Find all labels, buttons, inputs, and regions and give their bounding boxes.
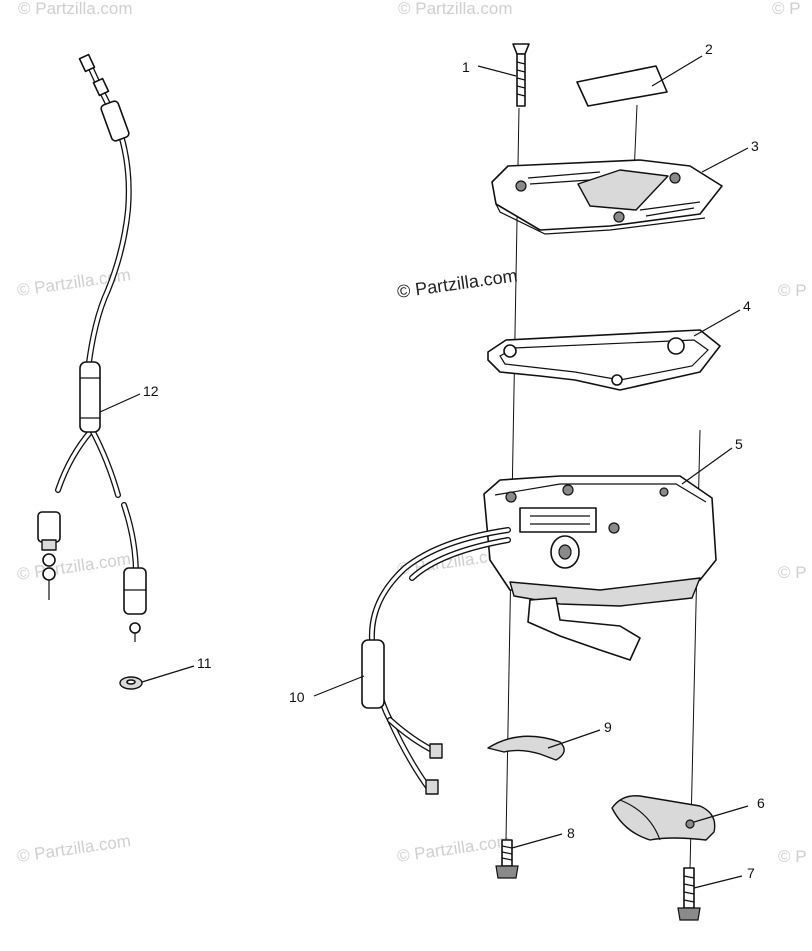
throttle-cable — [37, 53, 147, 642]
watermark-top-right: © P — [772, 0, 801, 18]
callout-4: 4 — [743, 298, 751, 314]
gasket — [487, 329, 721, 391]
callout-7: 7 — [747, 865, 755, 881]
switch-harness — [361, 527, 511, 795]
watermark-right-3: © P — [778, 847, 807, 866]
watermark-top-left: © Partzilla.com — [18, 0, 133, 18]
watermark-right-2: © P — [778, 563, 807, 582]
guide-line-left — [505, 107, 520, 841]
callout-8: 8 — [567, 825, 575, 841]
cover-plate — [491, 159, 723, 235]
callout-6: 6 — [757, 795, 765, 811]
clip-screw — [495, 839, 519, 879]
callout-labels: 1 2 3 4 5 6 7 8 9 10 11 12 — [143, 41, 765, 881]
top-screw — [512, 43, 530, 107]
callout-5: 5 — [735, 436, 743, 452]
callout-9: 9 — [604, 719, 612, 735]
washer-hole — [126, 679, 136, 685]
handlebar-clamp — [611, 795, 716, 841]
decal — [576, 65, 668, 107]
watermark-top-center: © Partzilla.com — [398, 0, 513, 18]
clamp-screw — [677, 867, 701, 921]
watermark-left-2: © Partzilla.com — [16, 549, 132, 584]
watermark-left-3: © Partzilla.com — [16, 831, 132, 866]
callout-11: 11 — [197, 655, 212, 671]
callout-3: 3 — [751, 138, 759, 154]
callout-10: 10 — [289, 689, 305, 705]
callout-12: 12 — [143, 383, 159, 399]
retaining-clip — [487, 735, 565, 761]
watermark-main: © Partzilla.com — [396, 265, 519, 302]
leader-lines — [99, 55, 749, 889]
watermark-center-3: © Partzilla.com — [396, 831, 512, 866]
callout-1: 1 — [462, 59, 470, 75]
watermark-right-1: © P — [778, 281, 807, 300]
callout-2: 2 — [705, 41, 713, 57]
throttle-housing — [483, 475, 717, 661]
